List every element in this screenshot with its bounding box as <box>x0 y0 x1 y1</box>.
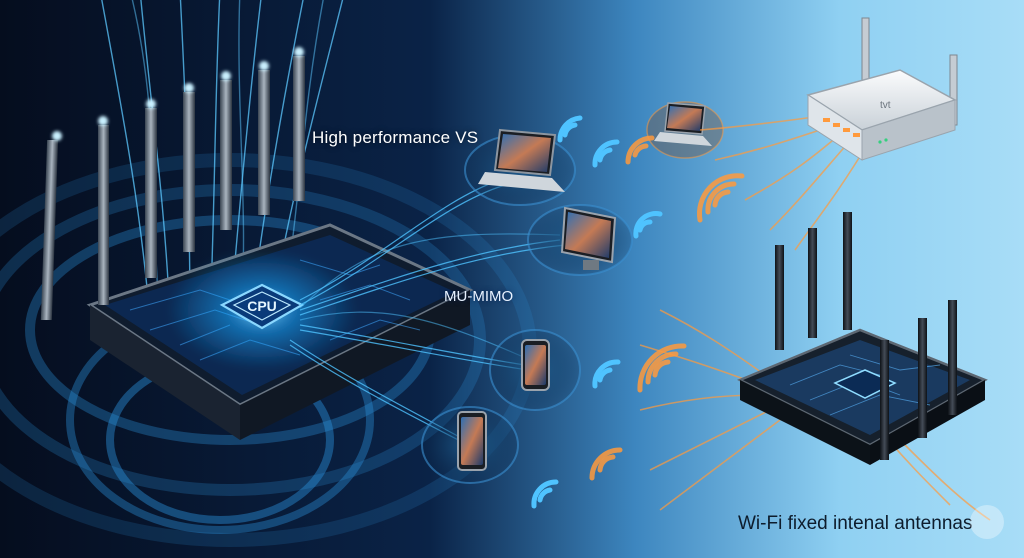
device-monitor <box>527 204 633 276</box>
laptop-icon <box>654 102 712 146</box>
sparkle-badge-icon <box>970 505 1004 539</box>
main-router-antennas <box>40 47 305 320</box>
caption-mu-mimo: MU-MIMO <box>444 288 514 305</box>
cpu-chip <box>219 283 305 330</box>
cpu-label: CPU <box>247 298 277 314</box>
white-router: tvt <box>806 17 958 161</box>
monitor-icon <box>560 206 617 270</box>
orange-signal-arcs <box>589 135 745 481</box>
device-laptop-small <box>646 101 724 159</box>
main-router: CPU <box>86 223 474 440</box>
device-phone <box>489 329 581 411</box>
device-laptop <box>464 128 576 206</box>
caption-high-performance: High performance VS <box>312 128 479 147</box>
white-router-brand-label: tvt <box>880 100 891 111</box>
black-router <box>736 212 988 465</box>
laptop-icon <box>478 128 565 192</box>
wifi-signal-icon <box>531 115 663 509</box>
phone-icon <box>521 339 550 391</box>
caption-wifi-fixed-antennas: Wi-Fi fixed intenal antennas <box>738 513 973 534</box>
tablet-icon <box>457 411 487 471</box>
device-tablet <box>421 406 519 484</box>
